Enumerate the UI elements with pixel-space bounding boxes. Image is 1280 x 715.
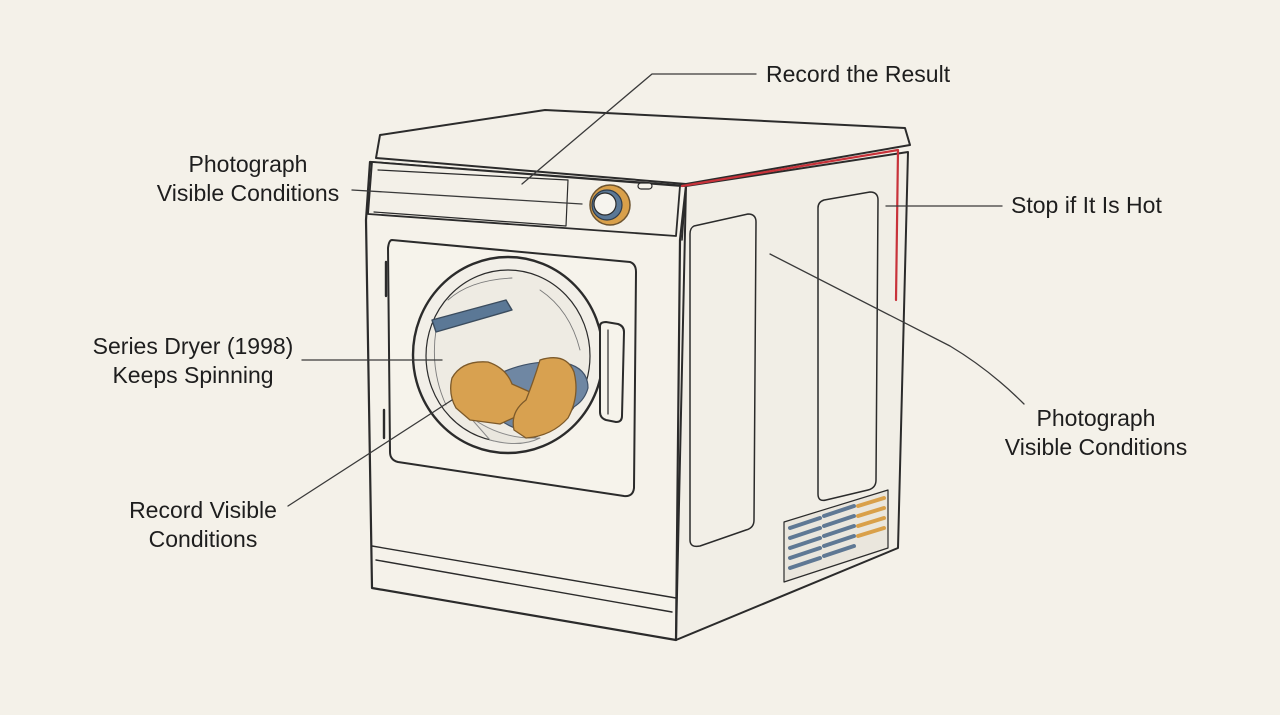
callout-photograph-top-line1: Photograph (188, 151, 308, 177)
side-inset-right (817, 191, 879, 502)
callout-record-visible: Record Visible Conditions (120, 496, 286, 554)
leader-record-result (521, 73, 757, 185)
callout-series-dryer-line2: Keeps Spinning (112, 362, 274, 388)
callout-photograph-right-line1: Photograph (1036, 405, 1156, 431)
callout-series-dryer: Series Dryer (1998) Keeps Spinning (86, 332, 300, 390)
callout-stop-hot-text: Stop if It Is Hot (1011, 192, 1162, 218)
hot-edge (680, 148, 900, 302)
kick-plate (371, 545, 677, 613)
leader-photograph-top (351, 189, 583, 205)
leader-photograph-right (769, 253, 1025, 405)
callout-photograph-right-line2: Visible Conditions (1004, 434, 1188, 460)
callout-series-dryer-line1: Series Dryer (1998) (92, 333, 294, 359)
callout-stop-hot: Stop if It Is Hot (1011, 191, 1162, 220)
callout-record-result: Record the Result (766, 60, 950, 89)
dryer-top-panel (375, 109, 911, 185)
side-vent (783, 489, 889, 583)
side-inset-left (689, 213, 757, 548)
callout-record-result-text: Record the Result (766, 61, 951, 87)
callout-photograph-right: Photograph Visible Conditions (998, 404, 1194, 462)
laundry-orange (450, 361, 531, 425)
door-handle (599, 321, 625, 423)
callout-record-visible-line2: Conditions (148, 526, 258, 552)
drum-baffle (431, 299, 513, 333)
leader-record-visible (287, 399, 453, 507)
callout-photograph-top: Photograph Visible Conditions (150, 150, 346, 208)
callout-record-visible-line1: Record Visible (129, 497, 277, 523)
callout-photograph-top-line2: Visible Conditions (156, 180, 340, 206)
leader-lines (287, 73, 1025, 507)
